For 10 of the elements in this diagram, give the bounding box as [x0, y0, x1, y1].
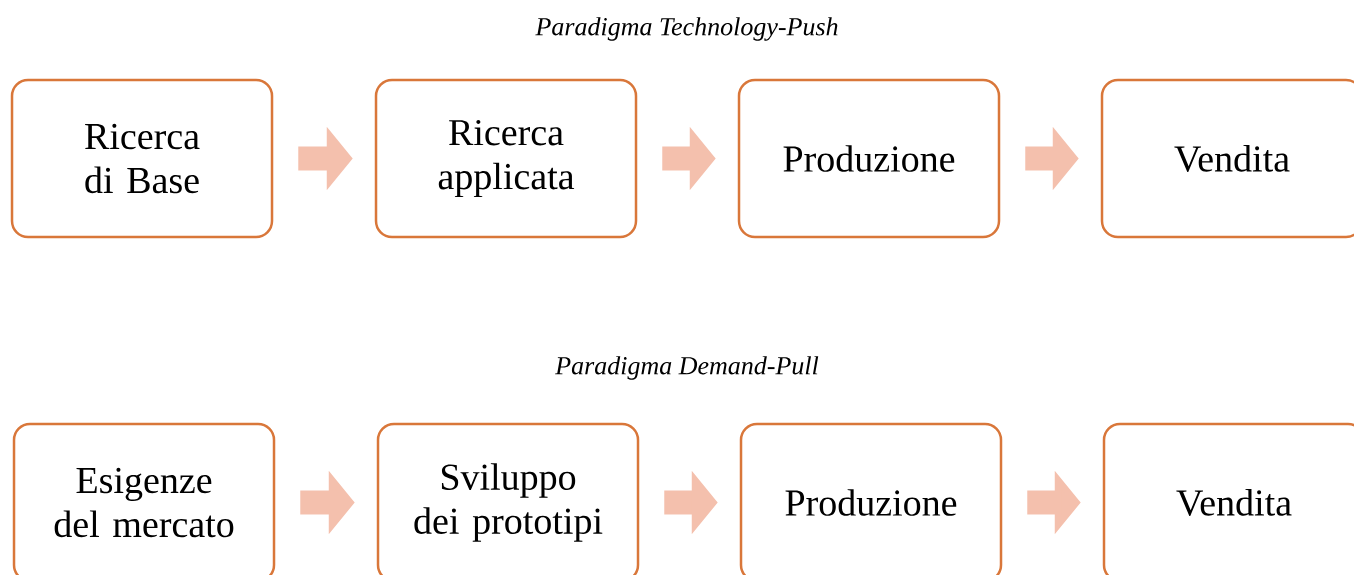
- process-box: Ricerca applicata: [374, 78, 638, 239]
- process-box: Sviluppo dei prototipi: [376, 422, 640, 575]
- process-box: Ricerca di Base: [10, 78, 274, 239]
- process-box: Esigenze del mercato: [12, 422, 276, 575]
- process-box: Produzione: [739, 422, 1003, 575]
- section-title: Paradigma Demand-Pull: [555, 356, 819, 380]
- process-box: Vendita: [1100, 78, 1354, 239]
- process-box: Vendita: [1102, 422, 1354, 575]
- process-box: Produzione: [737, 78, 1001, 239]
- section-title: Paradigma Technology-Push: [535, 17, 838, 41]
